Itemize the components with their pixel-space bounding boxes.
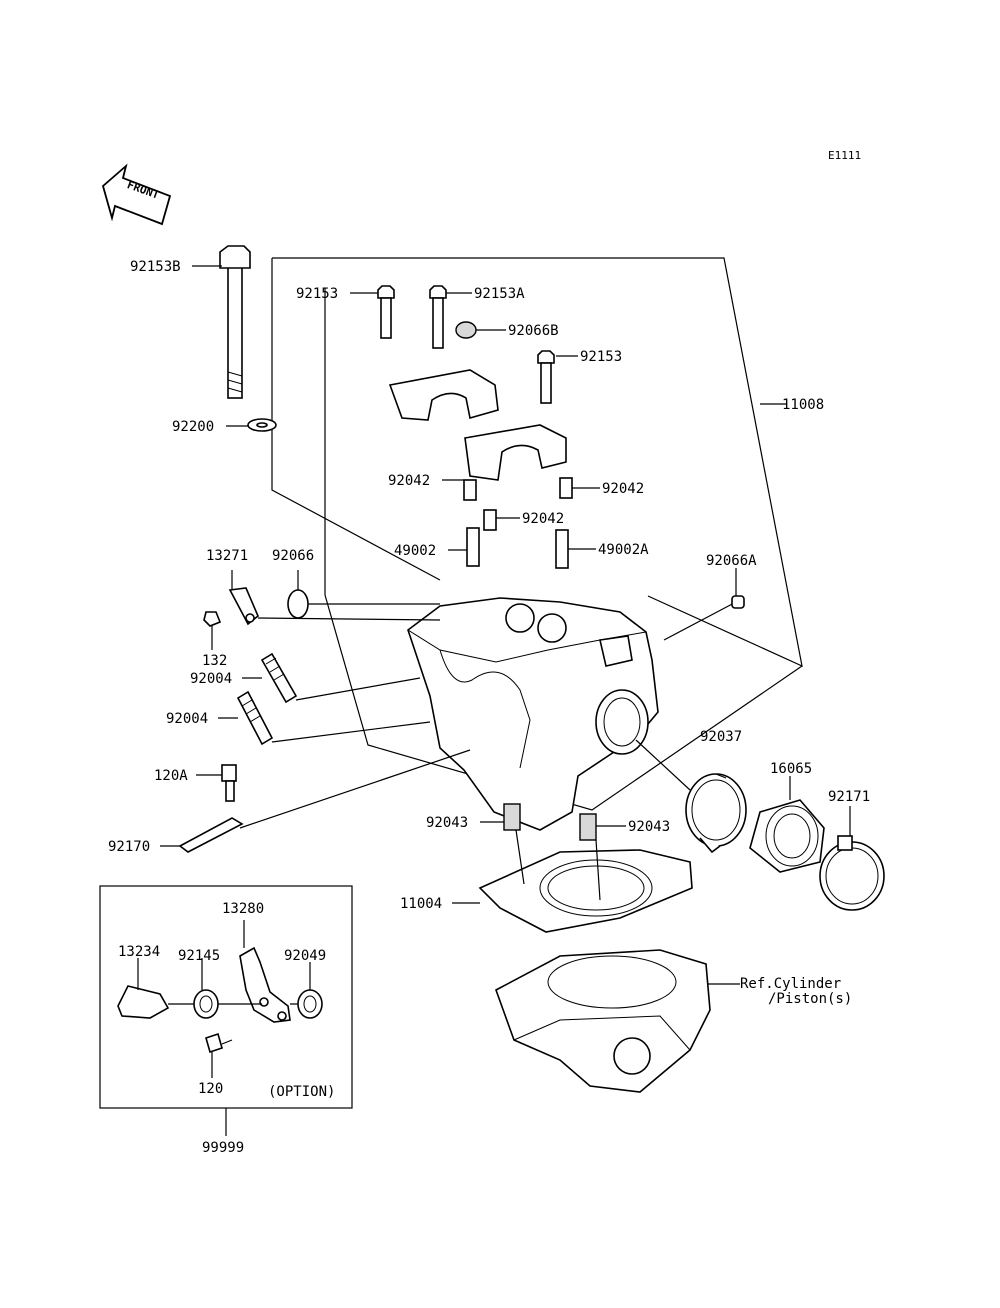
label-92153-second: 92153 xyxy=(580,349,622,365)
label-120: 120 xyxy=(198,1081,223,1097)
camshaft-cap-right xyxy=(464,424,567,481)
label-49002A: 49002A xyxy=(598,542,649,558)
assembly-outline-11008 xyxy=(271,257,803,811)
ref-cylinder xyxy=(495,949,711,1093)
label-132: 132 xyxy=(202,653,227,669)
label-49002: 49002 xyxy=(394,543,436,559)
bolt-132 xyxy=(203,611,222,627)
label-92153: 92153 xyxy=(296,286,338,302)
label-92153B: 92153B xyxy=(130,259,181,275)
label-92042-c: 92042 xyxy=(602,481,644,497)
guide-49002 xyxy=(466,527,480,567)
ref-label-line2: /Piston(s) xyxy=(768,991,852,1007)
bolt-120A xyxy=(221,764,237,802)
cap-92066B xyxy=(455,321,477,339)
label-92042-b: 92042 xyxy=(522,511,564,527)
label-92004-b: 92004 xyxy=(166,711,208,727)
label-92037: 92037 xyxy=(700,729,742,745)
plug-92066A xyxy=(731,595,745,609)
front-arrow-icon: FRONT xyxy=(101,163,172,226)
gasket-11004 xyxy=(478,849,693,933)
option-label: (OPTION) xyxy=(268,1084,335,1100)
dowel-92043-b xyxy=(579,813,597,841)
dowel-92043-a xyxy=(503,803,521,831)
spring-92145 xyxy=(193,989,219,1019)
label-92042-a: 92042 xyxy=(388,473,430,489)
lever-13280 xyxy=(239,946,291,1023)
bolt-120 xyxy=(205,1032,223,1054)
label-92066: 92066 xyxy=(272,548,314,564)
label-16065: 16065 xyxy=(770,761,812,777)
label-99999: 99999 xyxy=(202,1140,244,1156)
label-92004-a: 92004 xyxy=(190,671,232,687)
stud-92004-b xyxy=(236,690,274,746)
label-13280: 13280 xyxy=(222,901,264,917)
label-13271: 13271 xyxy=(206,548,248,564)
label-92066B: 92066B xyxy=(508,323,559,339)
seal-92049 xyxy=(297,989,323,1019)
label-92170: 92170 xyxy=(108,839,150,855)
dowel-92042-b xyxy=(483,509,497,531)
label-92153A: 92153A xyxy=(474,286,525,302)
camshaft-cap-left xyxy=(388,369,499,421)
stud-92004-a xyxy=(260,652,298,704)
diagram-code: E1111 xyxy=(828,149,861,162)
ref-label-line1: Ref.Cylinder xyxy=(740,976,841,992)
label-92049: 92049 xyxy=(284,948,326,964)
bolt-92153 xyxy=(377,285,395,339)
label-11008: 11008 xyxy=(782,397,824,413)
clamp-92037 xyxy=(685,773,747,847)
stud-92153B xyxy=(219,245,251,399)
label-11004: 11004 xyxy=(400,896,442,912)
label-92200: 92200 xyxy=(172,419,214,435)
label-92171: 92171 xyxy=(828,789,870,805)
label-92145: 92145 xyxy=(178,948,220,964)
bolt-92153-second xyxy=(537,350,555,404)
label-92043-a: 92043 xyxy=(426,815,468,831)
sensor-13234 xyxy=(117,985,170,1019)
label-13234: 13234 xyxy=(118,944,160,960)
dowel-92042-c xyxy=(559,477,573,499)
label-92066A: 92066A xyxy=(706,553,757,569)
clamp-92171 xyxy=(819,841,885,911)
label-120A: 120A xyxy=(154,768,188,784)
guide-49002A xyxy=(555,529,569,569)
bolt-92153A xyxy=(429,285,447,349)
plug-92066 xyxy=(287,589,309,619)
boot-16065 xyxy=(749,799,825,873)
bracket-92170 xyxy=(178,817,244,853)
dowel-92042-a xyxy=(463,479,477,501)
label-92043-b: 92043 xyxy=(628,819,670,835)
